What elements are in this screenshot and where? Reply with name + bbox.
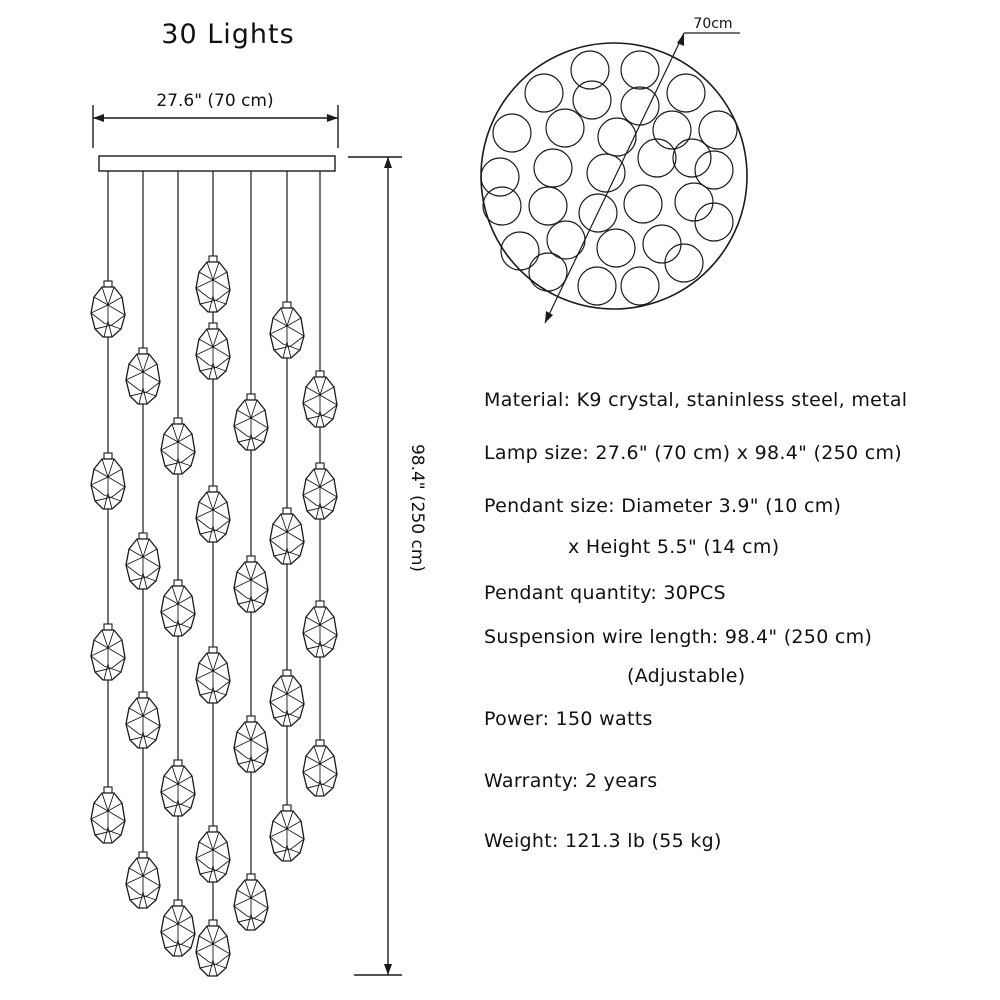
top-view-pendant-circle	[694, 202, 734, 242]
top-view: 70cm	[480, 16, 748, 324]
pendant-group	[90, 255, 338, 977]
top-view-pendant-circle	[672, 138, 712, 178]
top-view-pendant-circle	[698, 110, 738, 150]
spec-warranty: Warranty: 2 years	[484, 770, 658, 792]
top-view-pendant-circle	[482, 186, 522, 226]
crystal-pendant	[160, 579, 196, 637]
crystal-pendant	[160, 759, 196, 817]
top-view-pendant-circle	[620, 86, 660, 126]
top-view-pendant-circle	[642, 224, 682, 264]
crystal-pendant	[269, 669, 305, 727]
top-view-pendant-circle	[637, 138, 677, 178]
canopy	[98, 155, 336, 172]
crystal-pendant	[195, 255, 231, 313]
crystal-pendant	[90, 280, 126, 338]
crystal-pendant	[125, 532, 161, 590]
crystal-pendant	[195, 322, 231, 380]
spec-suspension-length: Suspension wire length: 98.4" (250 cm)	[484, 626, 873, 648]
top-view-pendant-circle	[545, 108, 585, 148]
crystal-pendant	[90, 786, 126, 844]
crystal-pendant	[269, 804, 305, 862]
crystal-pendant	[160, 899, 196, 957]
crystal-pendant	[233, 393, 269, 451]
crystal-pendant	[125, 851, 161, 909]
top-view-pendants	[480, 50, 738, 306]
top-view-pendant-circle	[528, 252, 568, 292]
width-dimension	[92, 105, 339, 148]
diameter-line	[544, 32, 740, 324]
width-dimension-label: 27.6" (70 cm)	[156, 91, 273, 111]
top-view-pendant-circle	[597, 117, 637, 157]
crystal-pendant	[233, 715, 269, 773]
title: 30 Lights	[161, 19, 294, 50]
crystal-pendant	[302, 600, 338, 658]
top-view-pendant-circle	[528, 186, 568, 226]
crystal-pendant	[195, 646, 231, 704]
crystal-pendant	[195, 825, 231, 883]
crystal-pendant	[90, 452, 126, 510]
diameter-label: 70cm	[693, 16, 732, 32]
crystal-pendant	[90, 623, 126, 681]
top-view-pendant-circle	[620, 50, 660, 90]
crystal-pendant	[195, 919, 231, 977]
height-dimension-label: 98.4" (250 cm)	[407, 444, 427, 572]
top-view-pendant-circle	[674, 182, 714, 222]
top-view-pendant-circle	[570, 50, 610, 90]
spec-pendant-size: Pendant size: Diameter 3.9" (10 cm)	[484, 495, 842, 517]
crystal-pendant	[233, 873, 269, 931]
top-view-pendant-circle	[666, 73, 706, 113]
crystal-pendant	[302, 370, 338, 428]
top-view-pendant-circle	[533, 148, 573, 188]
spec-material: Material: K9 crystal, staninless steel, …	[484, 389, 908, 411]
spec-lamp-size: Lamp size: 27.6" (70 cm) x 98.4" (250 cm…	[484, 442, 902, 464]
top-view-pendant-circle	[620, 266, 660, 306]
top-view-pendant-circle	[623, 184, 663, 224]
crystal-pendant	[302, 739, 338, 797]
spec-pendant-quantity: Pendant quantity: 30PCS	[484, 582, 726, 604]
crystal-pendant	[269, 507, 305, 565]
spec-pendant-height: x Height 5.5" (14 cm)	[568, 536, 780, 558]
spec-suspension-adjustable: (Adjustable)	[627, 665, 746, 687]
top-view-pendant-circle	[596, 228, 636, 268]
top-view-pendant-circle	[578, 193, 618, 233]
top-view-pendant-circle	[652, 110, 692, 150]
top-view-pendant-circle	[500, 231, 540, 271]
top-view-pendant-circle	[480, 157, 520, 197]
top-view-outline	[480, 42, 748, 310]
crystal-pendant	[160, 417, 196, 475]
crystal-pendant	[302, 462, 338, 520]
crystal-pendant	[233, 555, 269, 613]
spec-weight: Weight: 121.3 lb (55 kg)	[484, 830, 722, 852]
top-view-pendant-circle	[577, 266, 617, 306]
top-view-pendant-circle	[524, 73, 564, 113]
crystal-pendant	[195, 485, 231, 543]
top-view-pendant-circle	[572, 80, 612, 120]
top-view-pendant-circle	[694, 150, 734, 190]
spec-power: Power: 150 watts	[484, 708, 653, 730]
top-view-pendant-circle	[664, 243, 704, 283]
crystal-pendant	[269, 301, 305, 359]
top-view-pendant-circle	[492, 113, 532, 153]
crystal-pendant	[125, 691, 161, 749]
height-dimension	[348, 156, 402, 976]
crystal-pendant	[125, 347, 161, 405]
top-view-pendant-circle	[586, 153, 626, 193]
